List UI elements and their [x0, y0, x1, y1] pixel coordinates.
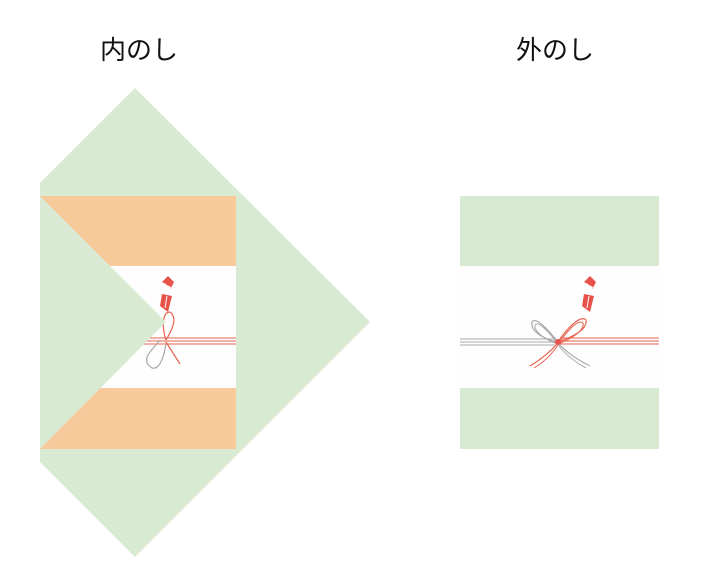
outer-bottom-band	[460, 388, 659, 449]
outer-top-band	[460, 196, 659, 266]
noshi-ornament-outer	[582, 276, 596, 312]
outer-noshi-illustration	[460, 196, 659, 449]
noshi-paper-outer	[460, 266, 659, 388]
wrapping-paper-left-flap	[40, 196, 166, 449]
inner-noshi-title: 内のし	[100, 36, 179, 66]
noshi-ornament-inner	[160, 276, 174, 312]
mizuhiki-cord-outer	[460, 318, 659, 369]
inner-noshi-illustration	[40, 88, 370, 557]
outer-noshi-title: 外のし	[516, 36, 595, 66]
